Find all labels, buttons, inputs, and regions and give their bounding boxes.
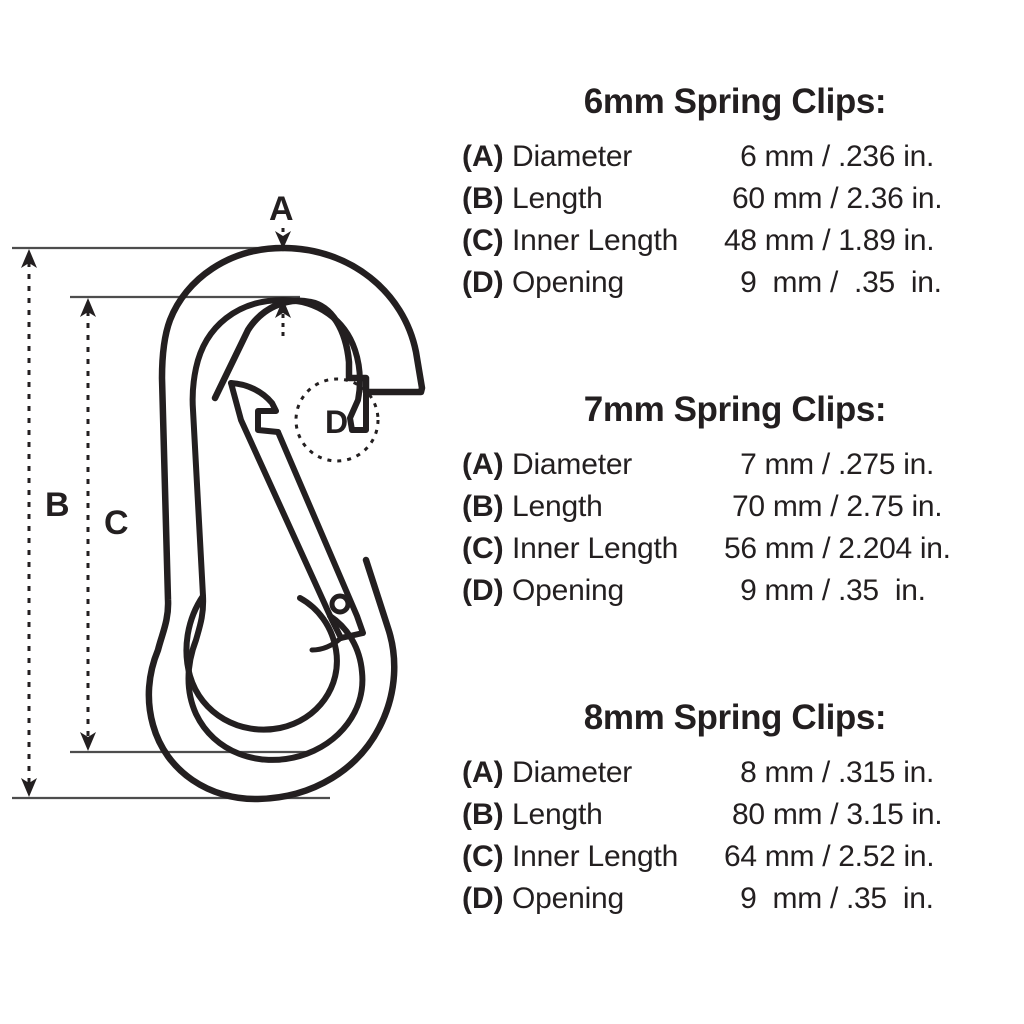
dimension-a-arrow xyxy=(275,231,291,249)
spec-row-value: 60 mm / 2.36 in. xyxy=(724,182,943,215)
spec-row-label: Diameter xyxy=(512,756,633,789)
dimension-c-arrow-bottom xyxy=(80,732,96,751)
spec-row-label: Opening xyxy=(512,266,625,299)
spec-row: (D) Opening 9 mm / .35 in. xyxy=(462,570,1024,612)
spec-row-label: Inner Length xyxy=(512,840,679,873)
spec-row-label: Inner Length xyxy=(512,224,679,257)
gate-left-edge xyxy=(228,380,344,641)
spec-row-label: Opening xyxy=(512,882,625,915)
spec-row: (B) Length 80 mm / 3.15 in. xyxy=(462,794,1024,836)
spec-row-key: (A) xyxy=(462,140,504,173)
inner-top-arrow-group xyxy=(275,299,291,340)
spec-row-value: 70 mm / 2.75 in. xyxy=(724,490,943,523)
spec-block-6mm: 6mm Spring Clips: (A) Diameter 6 mm / .2… xyxy=(452,80,1024,304)
spec-row-value: 48 mm / 1.89 in. xyxy=(724,224,935,257)
gate-right-edge xyxy=(275,429,366,641)
gate-base-connector xyxy=(309,635,344,653)
dimension-b-label: B xyxy=(45,486,70,524)
clip-outer-body xyxy=(145,244,398,803)
spec-row-label: Length xyxy=(512,798,603,831)
carabiner-diagram-svg: B C A xyxy=(12,190,426,803)
spec-row-key: (B) xyxy=(462,182,504,215)
spec-row-key: (B) xyxy=(462,798,504,831)
spec-row-value: 9 mm / .35 in. xyxy=(724,574,926,607)
dimension-d: D xyxy=(294,377,380,463)
spec-row-label: Opening xyxy=(512,574,625,607)
spec-row-value: 64 mm / 2.52 in. xyxy=(724,840,935,873)
spec-row-key: (B) xyxy=(462,490,504,523)
spec-row: (B) Length 70 mm / 2.75 in. xyxy=(462,486,1024,528)
clip-inner-frame-left xyxy=(185,297,366,763)
spec-row-value: 80 mm / 3.15 in. xyxy=(724,798,943,831)
spec-row: (D) Opening 9 mm / .35 in. xyxy=(462,262,1024,304)
spec-row: (C) Inner Length 56 mm / 2.204 in. xyxy=(462,528,1024,570)
spec-row-label: Length xyxy=(512,490,603,523)
spec-row-key: (A) xyxy=(462,448,504,481)
gate-rivet-hole xyxy=(329,593,351,615)
dimension-b: B xyxy=(21,249,70,797)
spec-rows: (A) Diameter 7 mm / .275 in. (B) Length … xyxy=(452,444,1024,612)
spec-row-key: (D) xyxy=(462,882,504,915)
carabiner-diagram-panel: B C A xyxy=(0,0,452,1024)
spec-row: (B) Length 60 mm / 2.36 in. xyxy=(462,178,1024,220)
clip-outer-hook-nose xyxy=(211,244,426,402)
spec-row: (A) Diameter 8 mm / .315 in. xyxy=(462,752,1024,794)
spec-heading: 7mm Spring Clips: xyxy=(583,390,887,429)
spec-heading: 8mm Spring Clips: xyxy=(583,698,887,737)
spec-row-key: (C) xyxy=(462,840,504,873)
spec-row-value: 6 mm / .236 in. xyxy=(724,140,934,173)
spec-panel: 6mm Spring Clips: (A) Diameter 6 mm / .2… xyxy=(452,0,1024,1024)
spec-row: (A) Diameter 6 mm / .236 in. xyxy=(462,136,1024,178)
spec-row-label: Inner Length xyxy=(512,532,679,565)
spec-row-label: Diameter xyxy=(512,448,633,481)
spec-rows: (A) Diameter 6 mm / .236 in. (B) Length … xyxy=(452,136,1024,304)
spec-row: (D) Opening 9 mm / .35 in. xyxy=(462,878,1024,920)
dimension-d-label: D xyxy=(325,404,348,440)
dimension-a: A xyxy=(269,190,294,249)
clip-bottom-eye xyxy=(183,593,340,733)
spec-row-value: 9 mm / .35 in. xyxy=(724,882,934,915)
dimension-c: C xyxy=(80,298,129,751)
dimension-b-arrow-bottom xyxy=(21,778,37,797)
inner-top-arrow-head xyxy=(275,299,291,318)
clip-inner-hook-edge xyxy=(280,297,369,433)
spec-row: (A) Diameter 7 mm / .275 in. xyxy=(462,444,1024,486)
dimension-d-circle xyxy=(294,377,380,463)
spec-row-label: Length xyxy=(512,182,603,215)
spec-row: (C) Inner Length 64 mm / 2.52 in. xyxy=(462,836,1024,878)
dimension-a-label: A xyxy=(269,190,294,228)
spec-row-label: Diameter xyxy=(512,140,633,173)
spec-block-8mm: 8mm Spring Clips: (A) Diameter 8 mm / .3… xyxy=(452,696,1024,920)
spec-row-key: (D) xyxy=(462,574,504,607)
spec-row-value: 7 mm / .275 in. xyxy=(724,448,934,481)
gate-tip-upper xyxy=(228,380,281,435)
dimension-b-arrow-top xyxy=(21,249,37,268)
spec-row-value: 56 mm / 2.204 in. xyxy=(724,532,951,565)
spec-row-value: 8 mm / .315 in. xyxy=(724,756,934,789)
spec-row-value: 9 mm / .35 in. xyxy=(724,266,942,299)
spec-row-key: (C) xyxy=(462,532,504,565)
spec-row-key: (D) xyxy=(462,266,504,299)
dimension-c-arrow-top xyxy=(80,298,96,317)
spec-row-key: (A) xyxy=(462,756,504,789)
spec-heading: 6mm Spring Clips: xyxy=(583,82,887,121)
spec-block-7mm: 7mm Spring Clips: (A) Diameter 7 mm / .2… xyxy=(452,388,1024,612)
spec-row: (C) Inner Length 48 mm / 1.89 in. xyxy=(462,220,1024,262)
spec-rows: (A) Diameter 8 mm / .315 in. (B) Length … xyxy=(452,752,1024,920)
spec-row-key: (C) xyxy=(462,224,504,257)
dimension-c-label: C xyxy=(104,504,129,542)
